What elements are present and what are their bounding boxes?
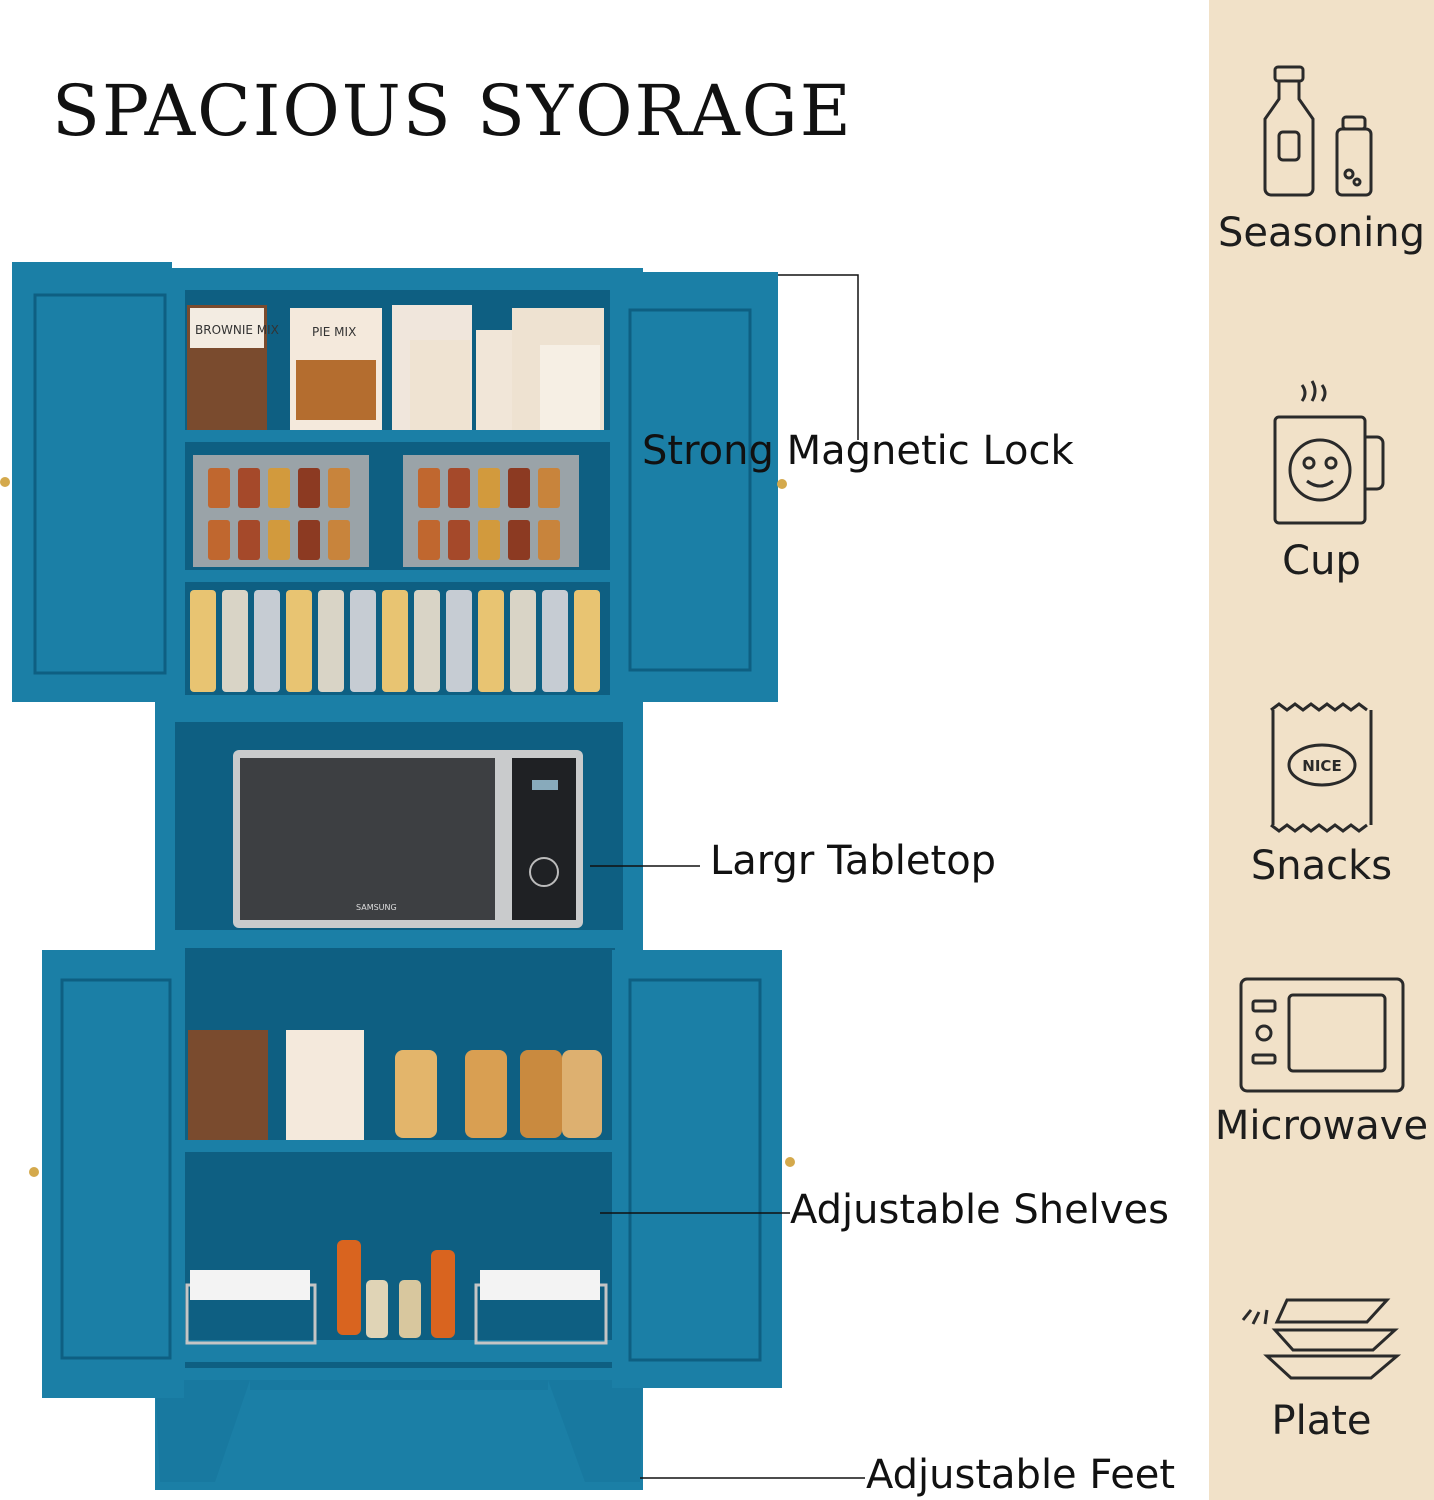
snack-logo-text: NICE <box>1302 757 1341 775</box>
category-cup: Cup <box>1209 375 1434 584</box>
page-title: SPACIOUS SYORAGE <box>52 70 853 152</box>
spice-jar <box>298 520 320 560</box>
callout-feet: Adjustable Feet <box>866 1452 1176 1498</box>
spice-jar <box>268 520 290 560</box>
spice-jar <box>508 468 530 508</box>
pantry-cabinet-illustration: BROWNIE MIX PIE MIX SAMSUNG <box>0 262 795 1490</box>
microwave-icon <box>1239 977 1404 1093</box>
category-label-cup: Cup <box>1282 538 1361 584</box>
snack-bag-icon: NICE <box>1269 702 1372 833</box>
oatmeal-jar <box>414 590 440 692</box>
spice-jar <box>448 520 470 560</box>
label-pie: PIE MIX <box>312 325 356 339</box>
category-plate: Plate <box>1209 1290 1434 1444</box>
category-label-plate: Plate <box>1271 1398 1372 1444</box>
spice-jar <box>238 468 260 508</box>
category-snacks: NICE Snacks <box>1209 700 1434 889</box>
spice-jar <box>268 468 290 508</box>
spice-jar <box>448 468 470 508</box>
spice-jar <box>298 468 320 508</box>
baking-mix-boxes: BROWNIE MIX PIE MIX <box>187 305 604 430</box>
category-seasoning: Seasoning <box>1209 62 1434 256</box>
oatmeal-jars <box>190 590 600 692</box>
plate-stack-icon <box>1241 1298 1401 1380</box>
oatmeal-jar <box>318 590 344 692</box>
spice-jar <box>208 468 230 508</box>
spice-jar <box>238 520 260 560</box>
label-brownie: BROWNIE MIX <box>195 323 279 337</box>
oatmeal-jar <box>510 590 536 692</box>
spice-jar <box>418 520 440 560</box>
label-microwave-brand: SAMSUNG <box>356 903 397 912</box>
spice-jar <box>208 520 230 560</box>
seasoning-bottles-icon <box>1263 65 1372 197</box>
oatmeal-jar <box>222 590 248 692</box>
spice-jar <box>538 468 560 508</box>
oatmeal-jar <box>542 590 568 692</box>
oatmeal-jar <box>190 590 216 692</box>
spice-jar <box>508 520 530 560</box>
callout-tabletop: Largr Tabletop <box>710 838 997 884</box>
oatmeal-jar <box>350 590 376 692</box>
oatmeal-jar <box>574 590 600 692</box>
callout-shelves: Adjustable Shelves <box>790 1187 1169 1233</box>
spice-jar <box>328 520 350 560</box>
category-panel: Seasoning Cup NICE Snacks <box>1209 0 1434 1500</box>
oatmeal-jar <box>286 590 312 692</box>
spice-jar <box>478 520 500 560</box>
oatmeal-jar <box>382 590 408 692</box>
category-microwave: Microwave <box>1209 975 1434 1149</box>
oatmeal-jar <box>254 590 280 692</box>
category-label-seasoning: Seasoning <box>1217 210 1426 256</box>
spice-jar <box>538 520 560 560</box>
spice-jar <box>478 468 500 508</box>
callout-magnetic-lock: Strong Magnetic Lock <box>642 428 1074 474</box>
cup-icon <box>1273 380 1384 525</box>
spice-jar <box>328 468 350 508</box>
oatmeal-jar <box>446 590 472 692</box>
spice-racks <box>193 455 579 567</box>
category-label-microwave: Microwave <box>1214 1103 1429 1149</box>
spice-jar <box>418 468 440 508</box>
oatmeal-jar <box>478 590 504 692</box>
category-label-snacks: Snacks <box>1250 843 1393 889</box>
